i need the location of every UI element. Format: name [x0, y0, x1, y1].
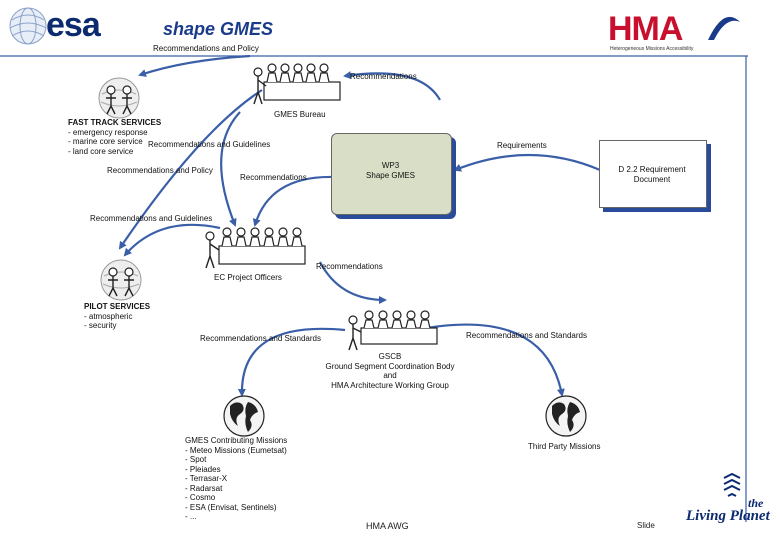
gmes-bureau-meeting-icon [253, 63, 341, 105]
label-rec-standards-left: Recommendations and Standards [200, 334, 321, 343]
gscb-line2: Ground Segment Coordination Body [325, 361, 455, 371]
living-planet-text: Living Planet [686, 508, 770, 524]
pilot-item: - atmospheric [84, 311, 133, 321]
esa-globe-icon [9, 7, 47, 45]
d22-requirement-document-box [599, 140, 707, 208]
pilot-globe-people-icon [100, 259, 142, 301]
living-planet-logo: the Living Planet [684, 472, 778, 528]
living-planet-the: the [748, 496, 764, 510]
label-rec-guidelines-2: Recommendations and Guidelines [90, 214, 213, 223]
fast-track-item: - land core service [68, 146, 134, 156]
contributing-item: - Radarsat [185, 483, 223, 493]
footer-center: HMA AWG [366, 521, 409, 531]
third-party-label: Third Party Missions [528, 442, 601, 451]
label-recs-wp3-ec: Recommendations [240, 173, 307, 182]
contributing-title: GMES Contributing Missions [185, 436, 288, 445]
label-rec-standards-right: Recommendations and Standards [466, 331, 587, 340]
contributing-item: - Cosmo [185, 493, 216, 502]
d22-box-line2: Document [633, 175, 671, 184]
fast-track-services: FAST TRACK SERVICES - emergency response… [68, 118, 161, 156]
contributing-item: - Terrasar-X [185, 474, 228, 483]
fast-track-item: - emergency response [68, 127, 148, 137]
arrow-recs-ec-gscb [319, 261, 387, 304]
pilot-item: - security [84, 321, 117, 330]
d22-box-line1: D 2.2 Requirement [618, 165, 686, 174]
gscb-meeting-icon [348, 310, 438, 351]
hma-logo-text: HMA [608, 10, 683, 48]
arrow-rec-guidelines-1 [118, 89, 263, 250]
ec-officers-meeting-icon [205, 227, 306, 269]
hma-logo: HMA Heterogeneous Missions Accessibility [606, 10, 746, 56]
arrow-top-rec-policy [138, 54, 251, 77]
ec-officers-label: EC Project Officers [214, 273, 282, 282]
arrow-rec-standards-left [237, 327, 346, 397]
pilot-title: PILOT SERVICES [84, 302, 151, 311]
label-top-rec-policy: Recommendations and Policy [153, 44, 259, 53]
wp3-box-line1: WP3 [381, 161, 400, 170]
footer-slide: Slide [637, 521, 655, 530]
label-rec-policy-2: Recommendations and Policy [107, 166, 213, 175]
hma-swoosh-icon [708, 16, 740, 40]
wp3-box-line2: Shape GMES [366, 171, 415, 180]
arrow-requirements [453, 153, 601, 172]
wp3-shape-gmes-box [331, 133, 452, 215]
fast-track-globe-people-icon [98, 77, 140, 119]
label-bureau-rec: Recommendations [350, 72, 417, 81]
gscb-line1: GSCB [378, 352, 402, 361]
page-title: shape GMES [163, 19, 274, 39]
label-rec-guidelines-1: Recommendations and Guidelines [148, 140, 271, 149]
contributing-item: - Meteo Missions (Eumetsat) [185, 445, 287, 455]
gscb-line4: HMA Architecture Working Group [331, 380, 449, 390]
arrow-bureau-rec [343, 71, 441, 101]
arrow-rec-policy-2 [220, 111, 241, 227]
arrow-rec-guidelines-2 [123, 223, 221, 257]
esa-logo: esa [6, 6, 146, 46]
gscb-line3: and [383, 371, 397, 380]
fast-track-title: FAST TRACK SERVICES [68, 118, 162, 127]
contributing-item: - ... [185, 512, 197, 521]
d22-box-text: D 2.2 Requirement Document [599, 165, 705, 185]
gmes-bureau-label: GMES Bureau [274, 110, 326, 119]
contributing-item: - Spot [185, 455, 207, 464]
living-planet-emblem-icon [723, 472, 741, 497]
hma-logo-subtitle: Heterogeneous Missions Accessibility [610, 46, 694, 52]
label-recs-ec-gscb: Recommendations [316, 262, 383, 271]
pilot-services: PILOT SERVICES - atmospheric - security [84, 302, 150, 331]
arrow-recs-wp3-ec [252, 175, 336, 227]
arrow-rec-standards-right [414, 323, 565, 397]
contributing-missions-globe-icon [223, 395, 265, 437]
gscb-label: GSCB Ground Segment Coordination Body an… [290, 352, 490, 390]
contributing-missions: GMES Contributing Missions - Meteo Missi… [185, 436, 287, 522]
esa-logo-text: esa [46, 6, 101, 44]
contributing-item: - Pleiades [185, 464, 221, 474]
wp3-box-text: WP3 Shape GMES [331, 161, 450, 181]
label-requirements: Requirements [497, 141, 547, 150]
third-party-globe-icon [545, 395, 587, 437]
fast-track-item: - marine core service [68, 137, 143, 146]
contributing-item: - ESA (Envisat, Sentinels) [185, 502, 277, 512]
